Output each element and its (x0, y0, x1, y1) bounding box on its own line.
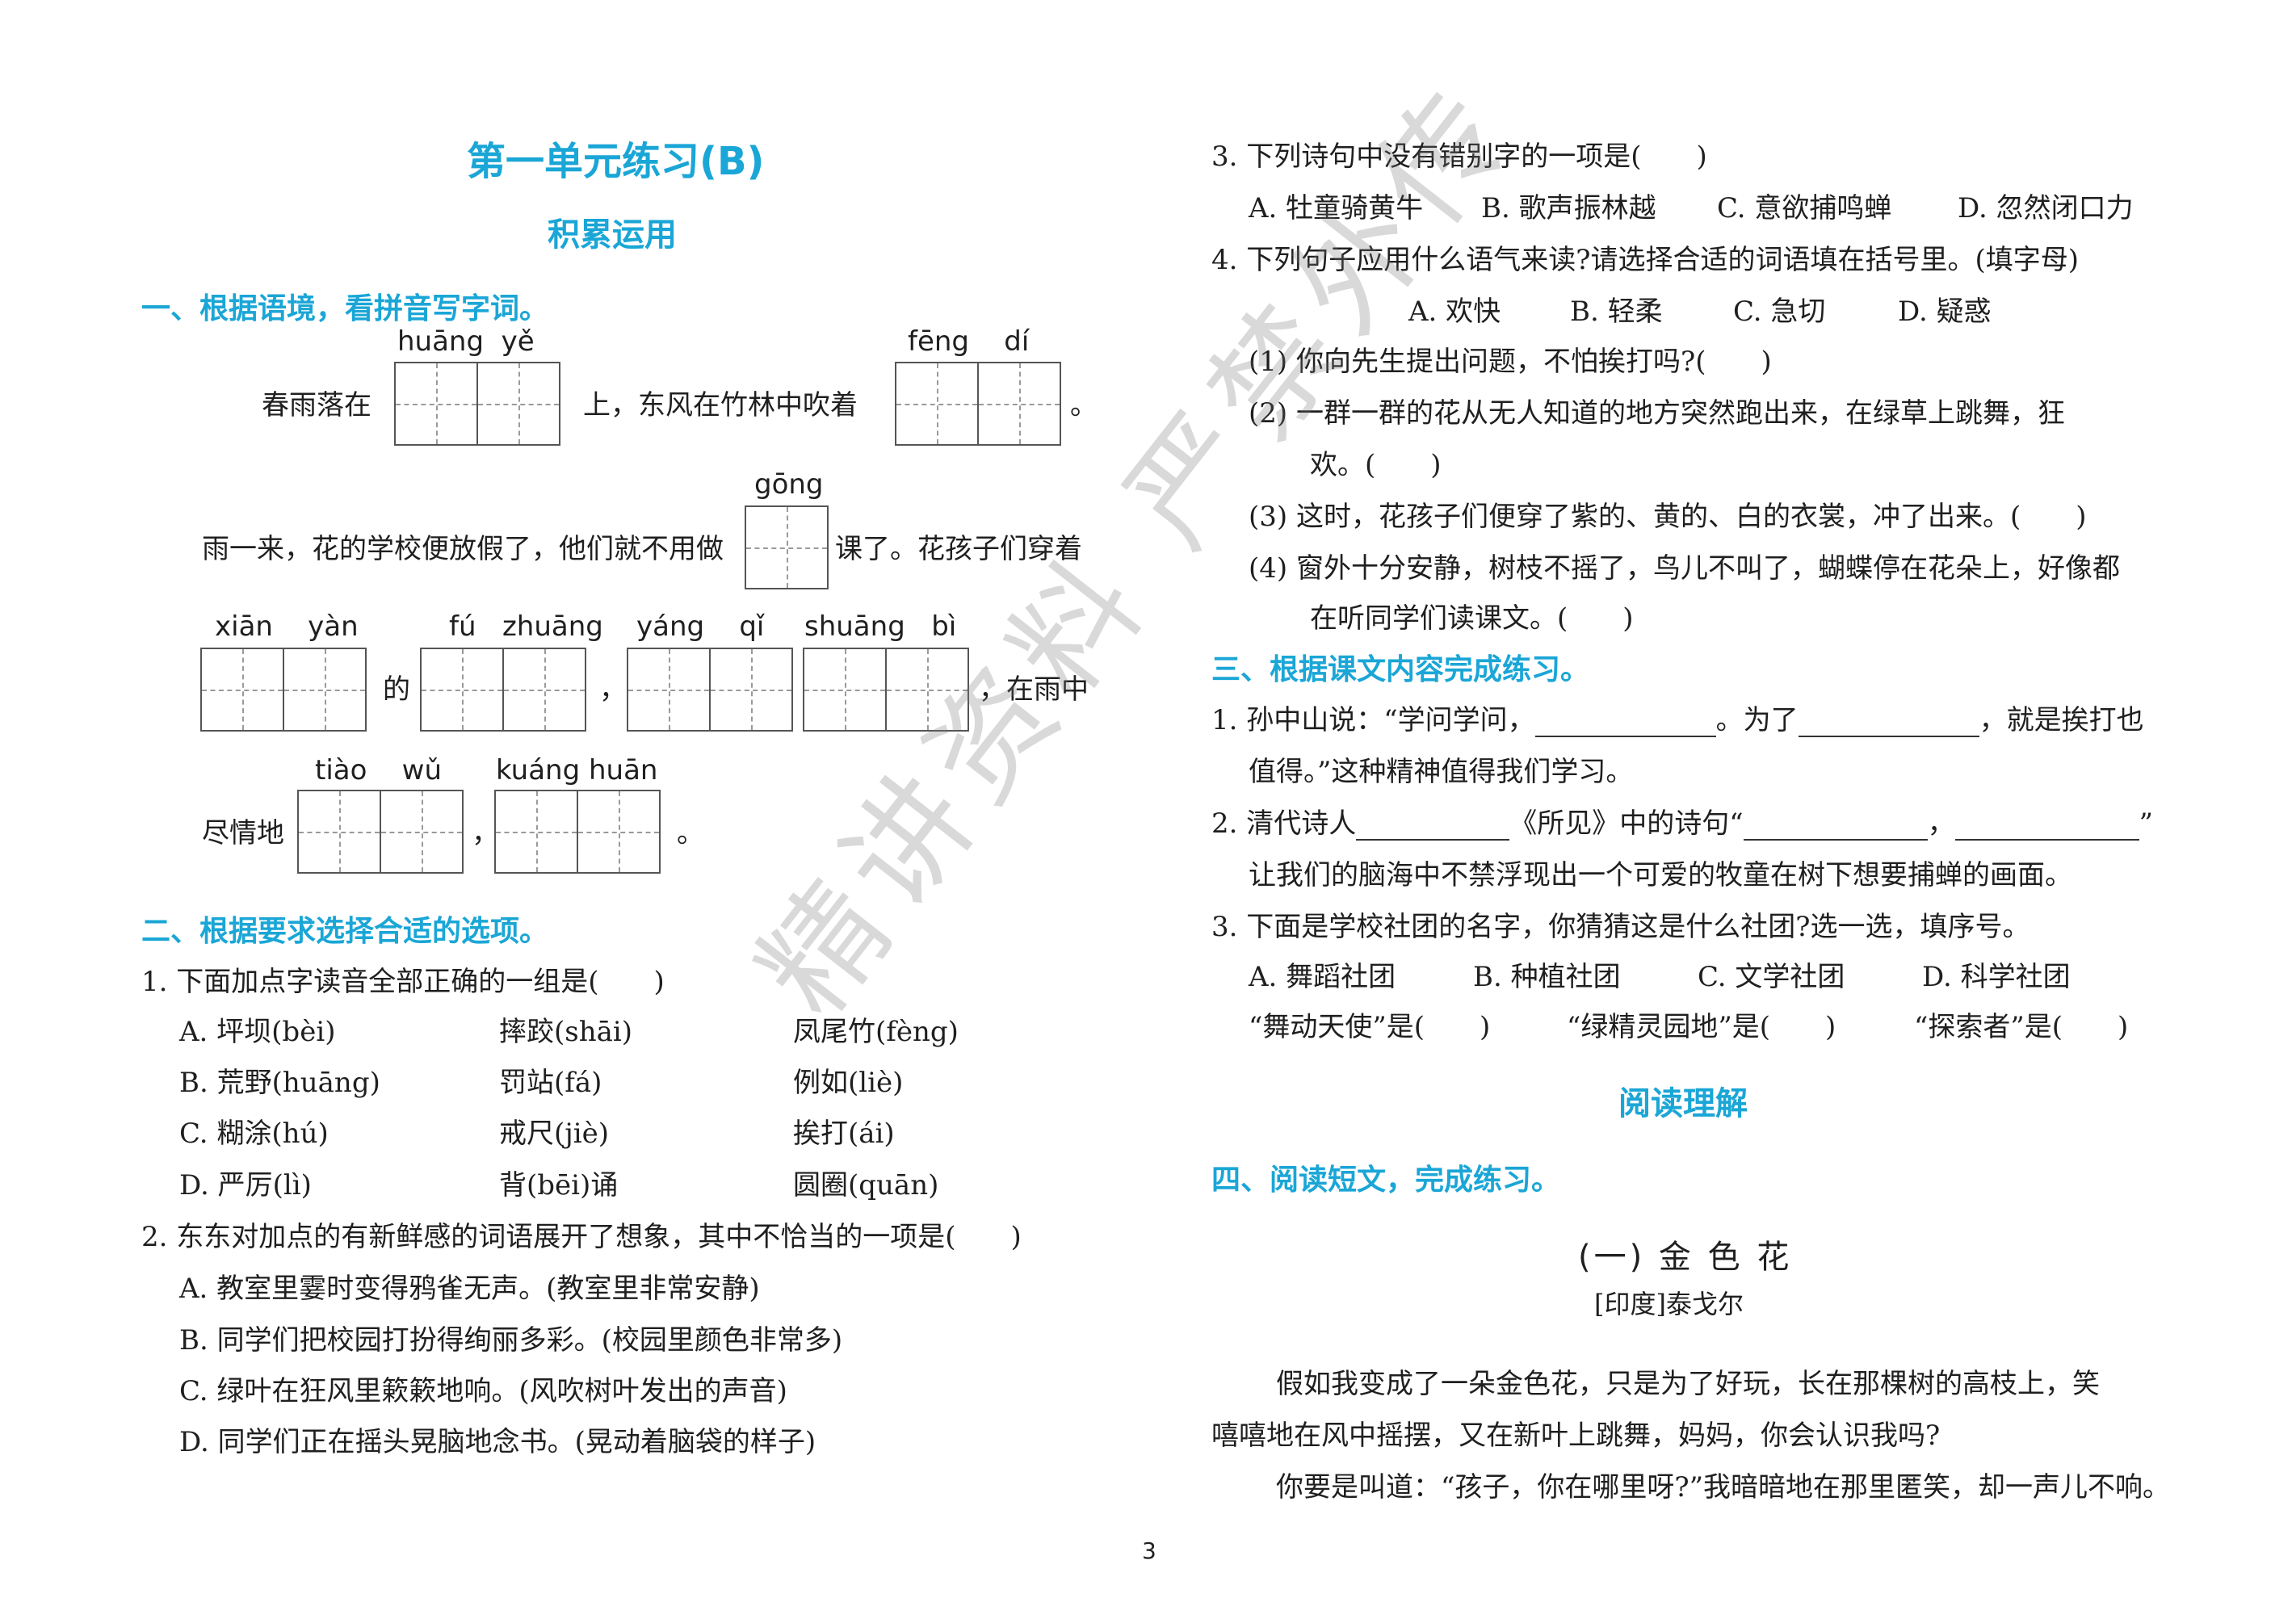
paragraph-line: 嘻嘻地在风中摇摆，又在新叶上跳舞，妈妈，你会认识我吗? (1211, 1420, 1941, 1452)
piece-author: [印度]泰戈尔 (1594, 1289, 1744, 1319)
option-line: D. 同学们正在摇头晃脑地念书。(晃动着脑袋的样子) (179, 1426, 816, 1458)
pinyin-label: tiào wǔ (315, 754, 443, 786)
fill-text: ， (1927, 807, 1955, 840)
text-line: 雨一来，花的学校便放假了，他们就不用做 (202, 533, 724, 565)
writing-grid[interactable] (420, 648, 586, 732)
pinyin-label: fú zhuāng (449, 610, 603, 643)
fill-text: 。为了 (1715, 704, 1799, 736)
club-option: D. 科学社团 (1922, 961, 2071, 993)
section-heading-4: 四、阅读短文，完成练习。 (1211, 1164, 1561, 1197)
fill-text: ” (2139, 807, 2154, 840)
text-line: 。 (677, 817, 704, 849)
page-title: 第一单元练习(B) (467, 139, 765, 184)
fill-text: 2. 清代诗人 (1211, 807, 1357, 840)
option-line: A. 教室里霎时变得鸦雀无声。(教室里非常安静) (179, 1273, 760, 1305)
subquestion-line: (2) 一群一群的花从无人知道的地方突然跑出来，在绿草上跳舞，狂 (1249, 397, 2065, 430)
writing-grid[interactable] (394, 362, 560, 446)
pinyin-label: xiān yàn (215, 610, 359, 643)
pinyin-label: gōng (754, 468, 824, 501)
answer-item: “绿精灵园地”是( ) (1567, 1011, 1836, 1043)
fill-text: ，就是挨打也 (1979, 704, 2144, 736)
club-option: A. 舞蹈社团 (1249, 961, 1396, 993)
answer-item: “探索者”是( ) (1914, 1011, 2129, 1043)
subquestion-line: (4) 窗外十分安静，树枝不摇了，鸟儿不叫了，蝴蝶停在花朵上，好像都 (1249, 552, 2120, 585)
option-item: A. 牡童骑黄牛 (1249, 192, 1424, 224)
text-line: 春雨落在 (262, 389, 371, 421)
writing-grid[interactable] (627, 648, 793, 732)
paragraph-line: 假如我变成了一朵金色花，只是为了好玩，长在那棵树的高枝上，笑 (1276, 1368, 2100, 1400)
choice-item: D. 疑惑 (1898, 296, 1992, 328)
option-cell: 凤尾竹(fèng) (793, 1016, 959, 1048)
pinyin-label: yáng qǐ (636, 610, 765, 643)
answer-blank[interactable] (1954, 812, 2139, 841)
question-stem: 3. 下列诗句中没有错别字的一项是( ) (1211, 140, 1707, 173)
piece-title: (一) 金 色 花 (1578, 1239, 1793, 1276)
option-cell: 戒尺(jiè) (499, 1118, 610, 1150)
question-stem: 4. 下列句子应用什么语气来读?请选择合适的词语填在括号里。(填字母) (1211, 244, 2080, 276)
pinyin-label: huāng yě (397, 325, 535, 358)
option-cell: 背(bēi)诵 (499, 1169, 619, 1202)
paragraph-line: 你要是叫道：“孩子，你在哪里呀?”我暗暗地在那里匿笑，却一声儿不响。 (1276, 1471, 2170, 1503)
writing-grid[interactable] (803, 648, 969, 732)
writing-grid[interactable] (200, 648, 367, 732)
option-cell: 圆圈(quān) (793, 1169, 939, 1202)
choice-item: A. 欢快 (1408, 296, 1501, 328)
question-stem: 3. 下面是学校社团的名字，你猜猜这是什么社团?选一选，填序号。 (1211, 911, 2030, 943)
section-heading-3: 三、根据课文内容完成练习。 (1211, 653, 1590, 686)
pinyin-label: kuáng huān (496, 754, 658, 786)
subquestion-line: (3) 这时，花孩子们便穿了紫的、黄的、白的衣裳，冲了出来。( ) (1249, 501, 2087, 533)
answer-blank[interactable] (1356, 812, 1510, 841)
section-heading-2: 二、根据要求选择合适的选项。 (141, 915, 549, 948)
fill-line: 值得。”这种精神值得我们学习。 (1249, 756, 1634, 788)
subquestion-line: (1) 你向先生提出问题，不怕挨打吗?( ) (1249, 346, 1772, 378)
writing-grid[interactable] (745, 505, 829, 589)
option-line: C. 绿叶在狂风里簌簌地响。(风吹树叶发出的声音) (179, 1375, 787, 1407)
answer-blank[interactable] (1534, 708, 1716, 737)
option-cell: D. 严厉(lì) (179, 1169, 312, 1202)
fill-text: 《所见》中的诗句“ (1509, 807, 1744, 840)
writing-grid[interactable] (494, 790, 661, 874)
question-stem: 2. 东东对加点的有新鲜感的词语展开了想象，其中不恰当的一项是( ) (141, 1221, 1022, 1253)
option-cell: 例如(liè) (793, 1067, 904, 1099)
fill-line: 1. 孙中山说：“学问学问， 。为了 ，就是挨打也 (1211, 698, 2144, 737)
fill-text: 1. 孙中山说：“学问学问， (1211, 704, 1535, 736)
option-cell: B. 荒野(huāng) (179, 1067, 380, 1099)
subquestion-line: 欢。( ) (1310, 449, 1442, 481)
option-cell: A. 坪坝(bèi) (179, 1016, 336, 1048)
option-item: C. 意欲捕鸣蝉 (1717, 192, 1892, 224)
answer-blank[interactable] (1743, 812, 1928, 841)
text-line: ， (599, 673, 627, 706)
text-line: 尽情地 (202, 817, 284, 849)
section-subtitle: 积累运用 (548, 216, 677, 254)
option-item: D. 忽然闭口力 (1958, 192, 2134, 224)
club-option: B. 种植社团 (1473, 961, 1621, 993)
answer-item: “舞动天使”是( ) (1249, 1011, 1491, 1043)
answer-blank[interactable] (1798, 708, 1979, 737)
pinyin-label: fēng dí (908, 325, 1030, 358)
option-item: B. 歌声振林越 (1481, 192, 1656, 224)
option-cell: 罚站(fá) (499, 1067, 602, 1099)
fill-line: 2. 清代诗人 《所见》中的诗句“ ， ” (1211, 801, 2153, 841)
text-line: ，在雨中 (979, 673, 1089, 706)
option-cell: 摔跤(shāi) (499, 1016, 633, 1048)
subquestion-line: 在听同学们读课文。( ) (1310, 602, 1634, 635)
writing-grid[interactable] (895, 362, 1061, 446)
section-heading-1: 一、根据语境，看拼音写字词。 (141, 292, 549, 325)
question-stem: 1. 下面加点字读音全部正确的一组是( ) (141, 966, 665, 998)
text-line: 。 (1070, 389, 1098, 421)
text-line: 上，东风在竹林中吹着 (583, 389, 858, 421)
pinyin-label: shuāng bì (804, 610, 957, 643)
writing-grid[interactable] (297, 790, 464, 874)
page-number: 3 (1142, 1537, 1156, 1564)
choice-item: C. 急切 (1733, 296, 1826, 328)
club-option: C. 文学社团 (1698, 961, 1845, 993)
option-line: B. 同学们把校园打扮得绚丽多彩。(校园里颜色非常多) (179, 1324, 843, 1357)
text-line: 的 (383, 673, 410, 706)
fill-line: 让我们的脑海中不禁浮现出一个可爱的牧童在树下想要捕蝉的画面。 (1249, 859, 2072, 891)
choice-item: B. 轻柔 (1570, 296, 1663, 328)
option-cell: 挨打(ái) (793, 1118, 895, 1150)
text-line: 课了。花孩子们穿着 (835, 533, 1082, 565)
option-cell: C. 糊涂(hú) (179, 1118, 329, 1150)
section-subtitle: 阅读理解 (1618, 1085, 1748, 1122)
